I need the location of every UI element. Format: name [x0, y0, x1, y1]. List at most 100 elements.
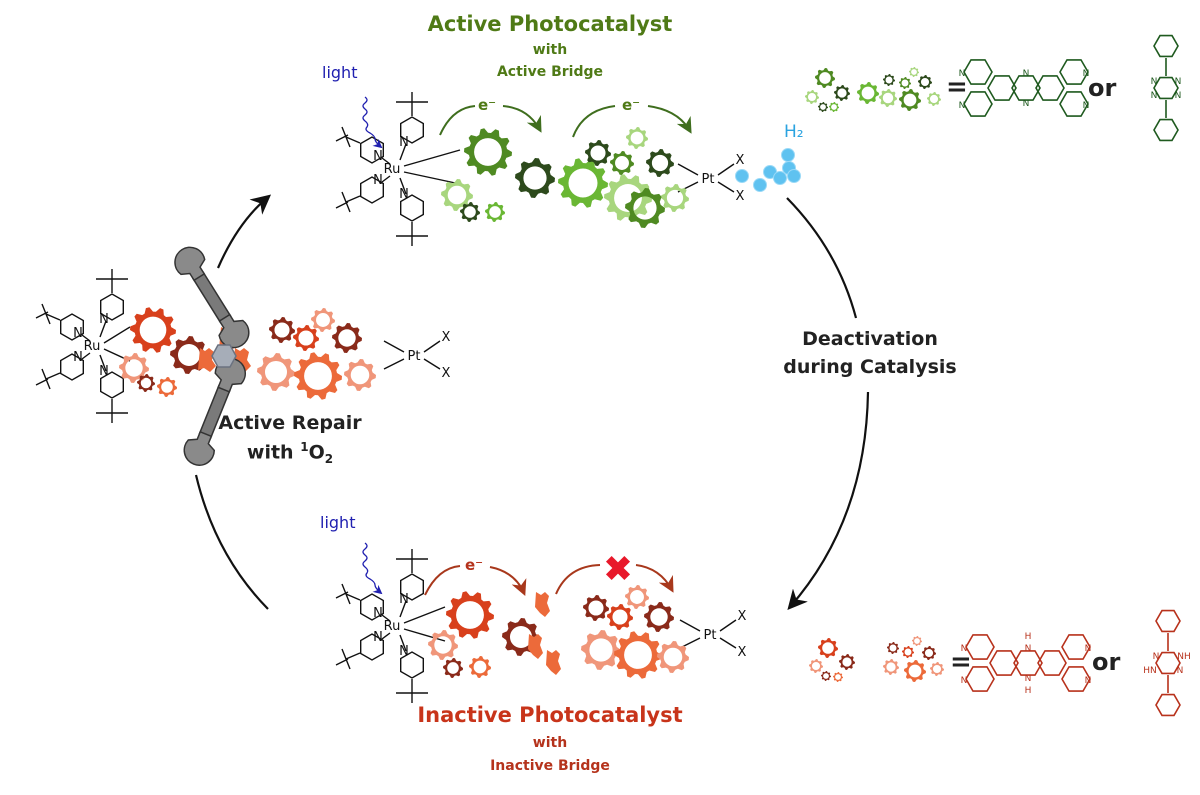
legend-inactive-gear-icon	[887, 642, 899, 654]
inactive-bridge-gear-icon	[581, 630, 621, 670]
inactive-bridge-gear-icon	[443, 658, 463, 678]
electron-arrow-top-1	[439, 105, 476, 136]
active-bridge-gear-icon	[441, 179, 473, 211]
legend-inactive-gear-icon	[902, 646, 914, 658]
active-bridge-gear-icon	[515, 158, 555, 198]
or-inactive: or	[1092, 648, 1121, 676]
legend-active-gear-icon	[927, 92, 941, 106]
n-atom-label: N	[399, 644, 409, 659]
electron-arrow-bottom-2b	[635, 564, 674, 593]
legend-inactive-gear-icon	[821, 671, 831, 681]
active-bridge-gear-icon	[610, 151, 634, 175]
tetrazine-atom-label: N	[1153, 652, 1160, 662]
cycle-arrow-inactive-to-repair	[194, 474, 269, 610]
broken-gear-fragment-icon	[546, 650, 561, 675]
n-atom-label: N	[1025, 674, 1032, 684]
repair-bridge-gear-icon	[157, 377, 177, 397]
inactive-bridge-gear-icon	[428, 630, 458, 660]
legend-active-gear-icon	[818, 102, 828, 112]
pt-label: Pt	[704, 628, 717, 643]
n-atom-label: N	[1023, 69, 1030, 79]
deactivation-label: Deactivation	[802, 328, 938, 350]
n-atom-label: N	[1085, 644, 1092, 654]
legend-inactive-gear-icon	[833, 672, 843, 682]
inactive-bridge-gear-icon	[625, 585, 649, 609]
inactive-bridge-gear-icon	[446, 591, 494, 639]
repair-bridge-gear-icon	[293, 325, 319, 351]
tetrazine-atom-label: N	[1151, 91, 1158, 101]
h-atom-label: H	[1025, 632, 1032, 642]
inactive-with-label: with	[532, 735, 568, 751]
light-wave-bottom-icon	[362, 542, 383, 595]
electron-label-top-1: e⁻	[478, 96, 497, 114]
inactive-bridge-gear-icon	[644, 602, 674, 632]
electron-arrow-top-2b	[647, 105, 692, 134]
repair-bridge-gear-icon	[257, 353, 295, 391]
legend-inactive-gear-icon	[839, 654, 855, 670]
legend-active-gear-icon	[805, 90, 819, 104]
legend-active-gear-icon	[857, 82, 879, 104]
active-photocatalyst-title: Active Photocatalyst	[427, 12, 673, 36]
tetrazine-atom-label: HN	[1143, 666, 1157, 676]
x-ligand-label: X	[738, 645, 747, 660]
tetrazine-atom-label: N	[1177, 666, 1184, 676]
inactive-bridge-gear-icon	[607, 604, 633, 630]
legend-inactive-gear-icon	[912, 636, 922, 646]
legend-inactive-gear-icon	[818, 638, 838, 658]
ru-label: Ru	[384, 162, 401, 177]
electron-arrow-bottom-1b	[489, 566, 527, 596]
legend-active-gear-icon	[815, 68, 835, 88]
active-bridge-gear-icon	[646, 149, 674, 177]
n-atom-label: N	[373, 630, 383, 645]
repair-bridge-gear-icon	[137, 374, 155, 392]
n-atom-label: N	[961, 676, 968, 686]
oxygen-subscript: 2	[324, 452, 334, 467]
electron-arrow-top-2	[572, 105, 616, 138]
n-atom-label: N	[73, 350, 83, 365]
legend-active-gear-icon	[918, 75, 932, 89]
singlet-superscript: 1	[300, 440, 309, 454]
inactive-bridge-gear-icon	[657, 641, 689, 673]
light-label-bottom: light	[320, 513, 356, 532]
n-atom-label: N	[1083, 69, 1090, 79]
n-atom-label: N	[99, 312, 109, 327]
legend-active-gear-icon	[879, 89, 897, 107]
active-bridge-gear-icon	[485, 202, 505, 222]
n-atom-label: N	[373, 606, 383, 621]
x-ligand-label: X	[442, 330, 451, 345]
oxygen-symbol: O	[308, 441, 325, 464]
active-bridge-gear-icon	[626, 127, 648, 149]
h2-bubble-icon	[773, 171, 787, 185]
repair-bridge-gear-icon	[130, 307, 176, 353]
pt-label: Pt	[408, 349, 421, 364]
x-ligand-label: X	[442, 366, 451, 381]
electron-arrow-bottom-1	[424, 565, 461, 596]
pt-label: Pt	[702, 172, 715, 187]
repair-agent-label: with 1O2	[200, 440, 380, 466]
active-bridge-gear-icon	[460, 202, 480, 222]
n-atom-label: N	[399, 135, 409, 150]
inactive-photocatalyst-title: Inactive Photocatalyst	[417, 703, 683, 727]
n-atom-label: N	[1085, 676, 1092, 686]
inactive-bridge-label: Inactive Bridge	[490, 758, 610, 774]
repair-with-text: with	[246, 441, 301, 464]
legend-active-gear-icon	[883, 74, 895, 86]
n-atom-label: N	[959, 101, 966, 111]
repair-bridge-gear-icon	[119, 353, 149, 383]
n-atom-label: N	[1083, 101, 1090, 111]
during-catalysis-label: during Catalysis	[783, 356, 957, 378]
active-bridge-gear-icon	[558, 158, 608, 208]
active-bridge-gear-icon	[604, 174, 652, 222]
x-ligand-label: X	[736, 153, 745, 168]
tetrazine-atom-label: NH	[1177, 652, 1191, 662]
legend-active-gear-icon	[899, 89, 921, 111]
electron-label-bottom: e⁻	[465, 556, 484, 574]
n-atom-label: N	[99, 364, 109, 379]
active-repair-label: Active Repair	[218, 412, 362, 434]
electron-arrow-bottom-2	[555, 564, 601, 595]
